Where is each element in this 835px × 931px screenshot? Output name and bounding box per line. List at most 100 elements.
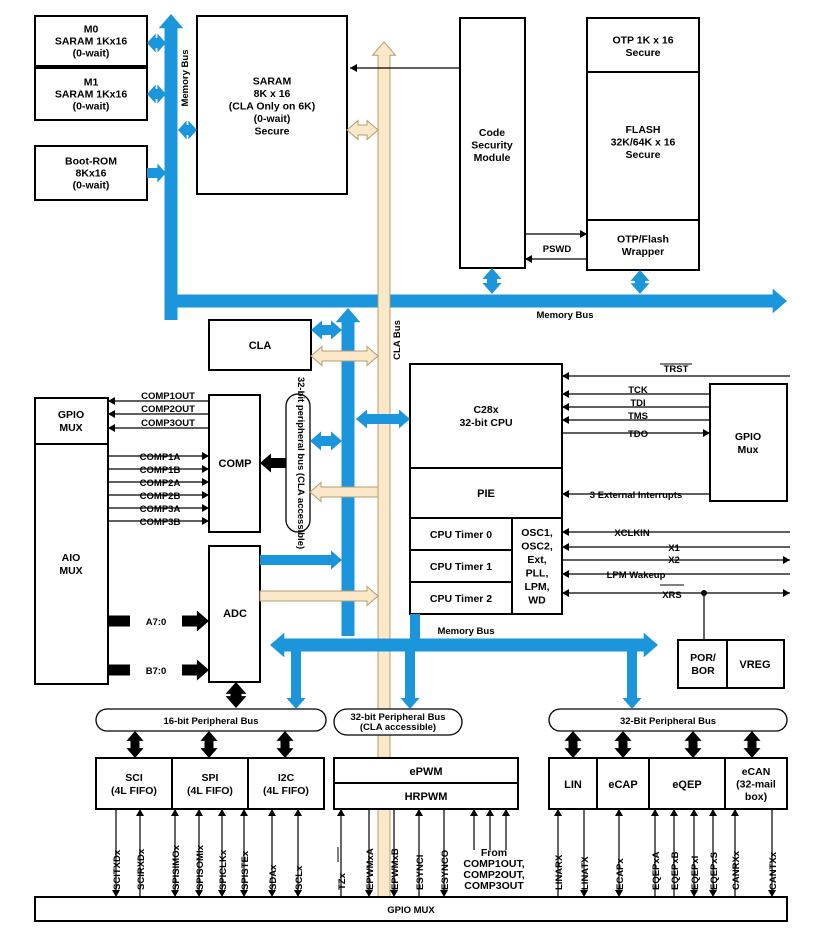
csm-membus-link bbox=[482, 268, 502, 294]
pin-eqepb-label: EQEPxB bbox=[670, 851, 681, 890]
osc-text-line: OSC2, bbox=[521, 540, 553, 552]
from-comp-line-head bbox=[502, 809, 510, 816]
pin-epwma-label: EPWMxA bbox=[365, 848, 376, 890]
pin-eqepb-line-head bbox=[670, 809, 678, 816]
otp-block bbox=[586, 17, 700, 73]
periph32-connector bbox=[684, 731, 702, 758]
aio-mux bbox=[34, 443, 109, 685]
pie-block bbox=[409, 467, 563, 519]
lin-label: LIN bbox=[564, 779, 582, 791]
pin-spiste-line-head bbox=[240, 809, 248, 816]
vreg-label: VREG bbox=[739, 659, 770, 671]
comp-label: COMP bbox=[219, 458, 252, 470]
cpu-block bbox=[409, 363, 563, 469]
saram-text-line: 8K x 16 bbox=[254, 88, 291, 100]
timer2-label: CPU Timer 2 bbox=[430, 593, 492, 605]
comp-in-label: COMP2A bbox=[140, 478, 181, 489]
pin-spisomi-line-head bbox=[195, 890, 203, 897]
pin-scitxd-label: SCITXDx bbox=[112, 849, 123, 890]
membus-periph16-link bbox=[286, 651, 306, 709]
b-label-bg bbox=[130, 663, 182, 677]
jtag-label: TMS bbox=[628, 411, 648, 422]
eqep-label: eQEP bbox=[672, 779, 701, 791]
b-bus-label: B7:0 bbox=[146, 666, 167, 677]
xclkin-line-head bbox=[562, 528, 569, 536]
otp-text-line: Secure bbox=[625, 47, 660, 59]
periph-bus-vertical-label: 32-bit peripheral bus (CLA accessible) bbox=[295, 377, 306, 549]
ecan-block bbox=[724, 757, 788, 810]
m1-text-line: SARAM 1Kx16 bbox=[55, 89, 128, 101]
gpio-mux-bottom-label: GPIO MUX bbox=[387, 905, 435, 916]
cla-bus-label: CLA Bus bbox=[392, 320, 403, 360]
memory-bus-top bbox=[171, 288, 787, 314]
jtag-label: TCK bbox=[628, 385, 648, 396]
periph32-connector bbox=[564, 731, 582, 758]
memory-bus-vertical bbox=[158, 14, 184, 320]
sci-text-line: SCI bbox=[125, 772, 143, 784]
pin-spisomi-label: SPISOMIx bbox=[195, 844, 206, 890]
comp-in-line-head bbox=[202, 504, 209, 512]
comp-in-line-head bbox=[202, 452, 209, 460]
ext-int-line-head bbox=[562, 490, 569, 498]
flash-text-line: FLASH bbox=[626, 124, 661, 136]
x1-label: X1 bbox=[668, 543, 680, 554]
pin-cantx-label: CANTXx bbox=[768, 851, 779, 890]
m1-link bbox=[147, 84, 166, 104]
osc-text-line: LPM, bbox=[524, 581, 549, 593]
pin-spisimo-line-head bbox=[171, 809, 179, 816]
adc-block bbox=[208, 545, 261, 683]
periph32-pill bbox=[548, 708, 788, 732]
i2c-text-line: I2C bbox=[278, 772, 295, 784]
ext-int-label: 3 External Interrupts bbox=[590, 490, 682, 501]
comp-out-label: COMP3OUT bbox=[141, 418, 195, 429]
otp-text-line: OTP 1K x 16 bbox=[612, 34, 673, 46]
saram-text-line: (CLA Only on 6K) bbox=[229, 101, 316, 113]
comp-periph-link bbox=[260, 453, 286, 473]
timer0-label: CPU Timer 0 bbox=[430, 529, 492, 541]
pin-ecap-line-head bbox=[615, 890, 623, 897]
pin-eqepa-label: EQEPxA bbox=[651, 851, 662, 890]
periph32-connector bbox=[743, 731, 761, 758]
wrapper-block bbox=[586, 219, 700, 271]
saram-membus-link bbox=[178, 120, 197, 140]
bootrom-text-line: 8Kx16 bbox=[76, 168, 107, 180]
pin-linarx-label: LINARX bbox=[554, 854, 565, 890]
from-comp-text-line: COMP1OUT, bbox=[463, 858, 524, 870]
pin-eqeps-line-head bbox=[709, 890, 717, 897]
bootrom-text-line: Boot-ROM bbox=[65, 156, 117, 168]
pill-cla-link bbox=[309, 481, 379, 503]
aio-mux-text-line: MUX bbox=[59, 565, 82, 577]
ecan-text-line: eCAN bbox=[742, 766, 771, 778]
csm-to-saram-head bbox=[350, 64, 357, 72]
pin-eqepi-label: EQEPxI bbox=[690, 856, 701, 890]
periph32-cla-label: 32-bit Peripheral Bus bbox=[350, 712, 445, 723]
jtag-in-line-head bbox=[562, 403, 569, 411]
pin-canrx-label: CANRXx bbox=[731, 850, 742, 890]
memory-bus-top-label: Memory Bus bbox=[536, 310, 593, 321]
jtag-in-line-head bbox=[562, 390, 569, 398]
spi-text-line: (4L FIFO) bbox=[187, 785, 233, 797]
memory-bus-vertical-label: Memory Bus bbox=[180, 49, 191, 106]
osc-text-line: PLL, bbox=[526, 567, 549, 579]
osc-text-line: Ext, bbox=[527, 554, 546, 566]
adc-label: ADC bbox=[223, 608, 247, 620]
pin-esynci-label: ESYNCI bbox=[415, 855, 426, 890]
pin-scl-label: SCLx bbox=[294, 865, 305, 890]
ecan-text-line: (32-mail bbox=[736, 779, 776, 791]
pin-tz-label: TZx bbox=[337, 872, 348, 890]
saram-cla-link bbox=[346, 119, 379, 141]
xrs-line-head bbox=[783, 589, 790, 597]
pin-spisimo-label: SPISIMOx bbox=[171, 844, 182, 890]
xrs-line-head bbox=[562, 589, 569, 597]
cla-label: CLA bbox=[249, 340, 272, 352]
pin-spiclk-label: SPICLKx bbox=[218, 849, 229, 890]
pin-eqepa-line-head bbox=[651, 809, 659, 816]
osc-block bbox=[511, 517, 563, 615]
i2c-text-line: (4L FIFO) bbox=[263, 785, 309, 797]
periph32-label: 32-Bit Peripheral Bus bbox=[620, 716, 716, 727]
flash-text-line: Secure bbox=[625, 149, 660, 161]
sci-block bbox=[95, 757, 173, 810]
pin-ecap-label: ECAPx bbox=[615, 858, 626, 890]
comp-in-label: COMP1A bbox=[140, 452, 181, 463]
vreg-block bbox=[726, 639, 785, 689]
